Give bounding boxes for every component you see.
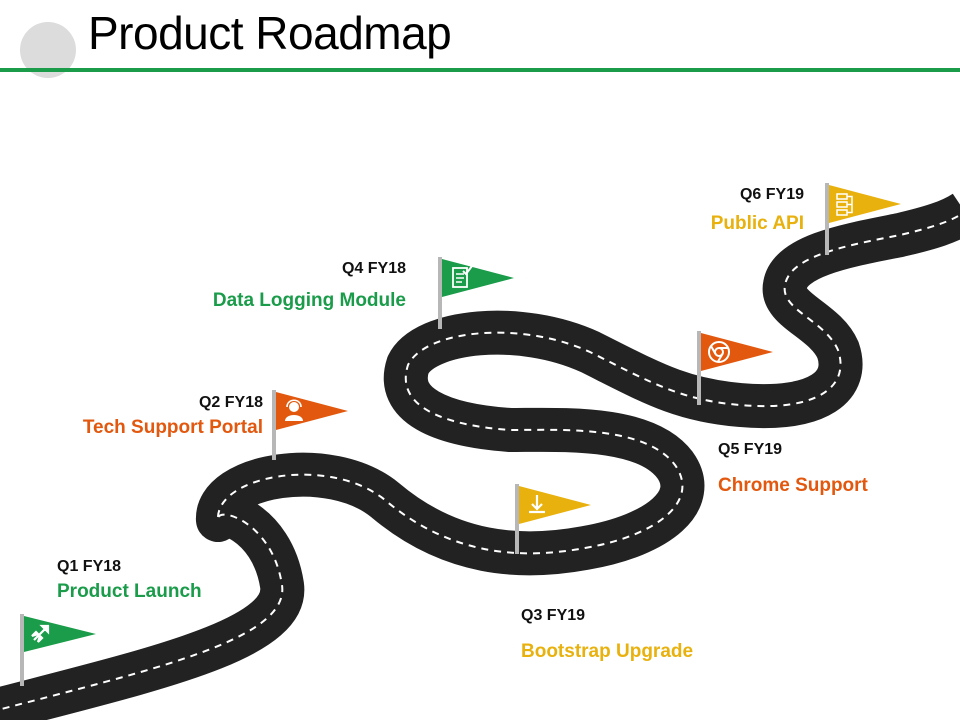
milestone-q6-name: Public API bbox=[710, 213, 804, 234]
rocket-icon bbox=[31, 624, 50, 643]
milestone-q5-name: Chrome Support bbox=[718, 475, 868, 496]
flag-q1 bbox=[20, 614, 96, 686]
milestone-q1-name: Product Launch bbox=[57, 581, 202, 602]
flag-q4 bbox=[438, 257, 514, 329]
download-icon bbox=[529, 495, 545, 514]
checklist-icon bbox=[452, 265, 473, 288]
flag-q2 bbox=[272, 390, 348, 460]
title-divider bbox=[0, 68, 960, 72]
support-agent-icon bbox=[285, 399, 303, 421]
flag-q5 bbox=[697, 331, 773, 405]
milestone-q1-quarter: Q1 FY18 bbox=[57, 558, 122, 575]
flag-q3 bbox=[515, 484, 591, 554]
page-title: Product Roadmap bbox=[88, 7, 452, 59]
milestone-q3-quarter: Q3 FY19 bbox=[521, 607, 586, 624]
milestone-q2-quarter: Q2 FY18 bbox=[198, 394, 263, 411]
api-icon bbox=[836, 193, 853, 216]
milestone-q2-name: Tech Support Portal bbox=[82, 417, 263, 438]
road bbox=[0, 193, 960, 720]
chrome-icon bbox=[708, 341, 730, 363]
flag-q6 bbox=[825, 183, 901, 255]
milestone-q6-quarter: Q6 FY19 bbox=[739, 186, 804, 203]
milestone-q4-quarter: Q4 FY18 bbox=[341, 260, 406, 277]
milestone-q5-quarter: Q5 FY19 bbox=[718, 441, 783, 458]
milestone-q4-name: Data Logging Module bbox=[212, 290, 406, 311]
milestone-q3-name: Bootstrap Upgrade bbox=[521, 641, 694, 662]
